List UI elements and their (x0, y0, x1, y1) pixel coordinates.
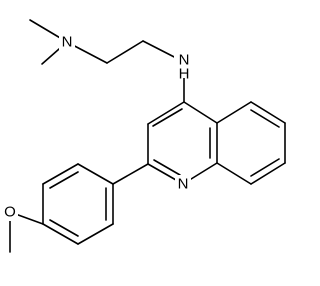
amine-hydrogen-label: H (179, 66, 190, 83)
bond-c7-c8-double (250, 158, 280, 177)
bond-c7-c8 (250, 162, 286, 185)
bond-chain-2 (106, 40, 144, 64)
bond-c5-c6-double (250, 109, 280, 128)
bond-aryl-5 (42, 163, 79, 185)
bond-c4-c3 (147, 101, 185, 125)
bond-c8-c8a (216, 162, 252, 185)
bond-c4-c3-double (152, 108, 183, 127)
amine-nitrogen-label: N (179, 52, 190, 69)
bond-aryl-2 (77, 223, 114, 245)
bond-c4a-c4 (183, 101, 218, 124)
molecule-structure: N N H N O (2, 19, 286, 253)
methoxy-oxygen-label: O (4, 204, 16, 221)
bond-aryl-5-double (49, 171, 79, 189)
bond-c4a-c5 (216, 101, 252, 124)
bond-aryl-3-double (49, 219, 79, 237)
bond-aryl-6 (77, 163, 114, 185)
bonds (9, 19, 286, 253)
bond-c2-aryl (112, 163, 149, 185)
dimethylamine-nitrogen-label: N (62, 34, 73, 51)
bond-aryl-3 (42, 223, 79, 245)
atom-labels: N N H N O (2, 33, 194, 221)
bond-c2-n1-double (153, 159, 181, 176)
bond-c5-c6 (250, 101, 286, 124)
ring-nitrogen-label: N (178, 176, 189, 193)
